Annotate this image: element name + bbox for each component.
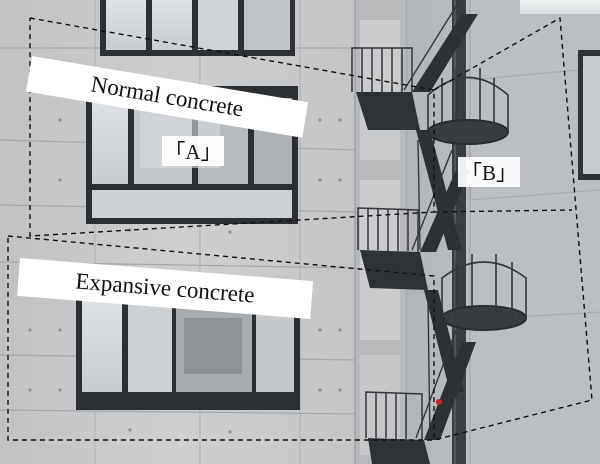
- top-window: [100, 0, 295, 56]
- recessed-column: [354, 0, 408, 464]
- fire-escape-stair: [351, 0, 527, 464]
- label-region-a: 「A」: [162, 136, 224, 166]
- region-b-boundary: [433, 16, 593, 441]
- region-boundaries: [7, 16, 593, 441]
- label-region-b: 「B」: [458, 157, 520, 187]
